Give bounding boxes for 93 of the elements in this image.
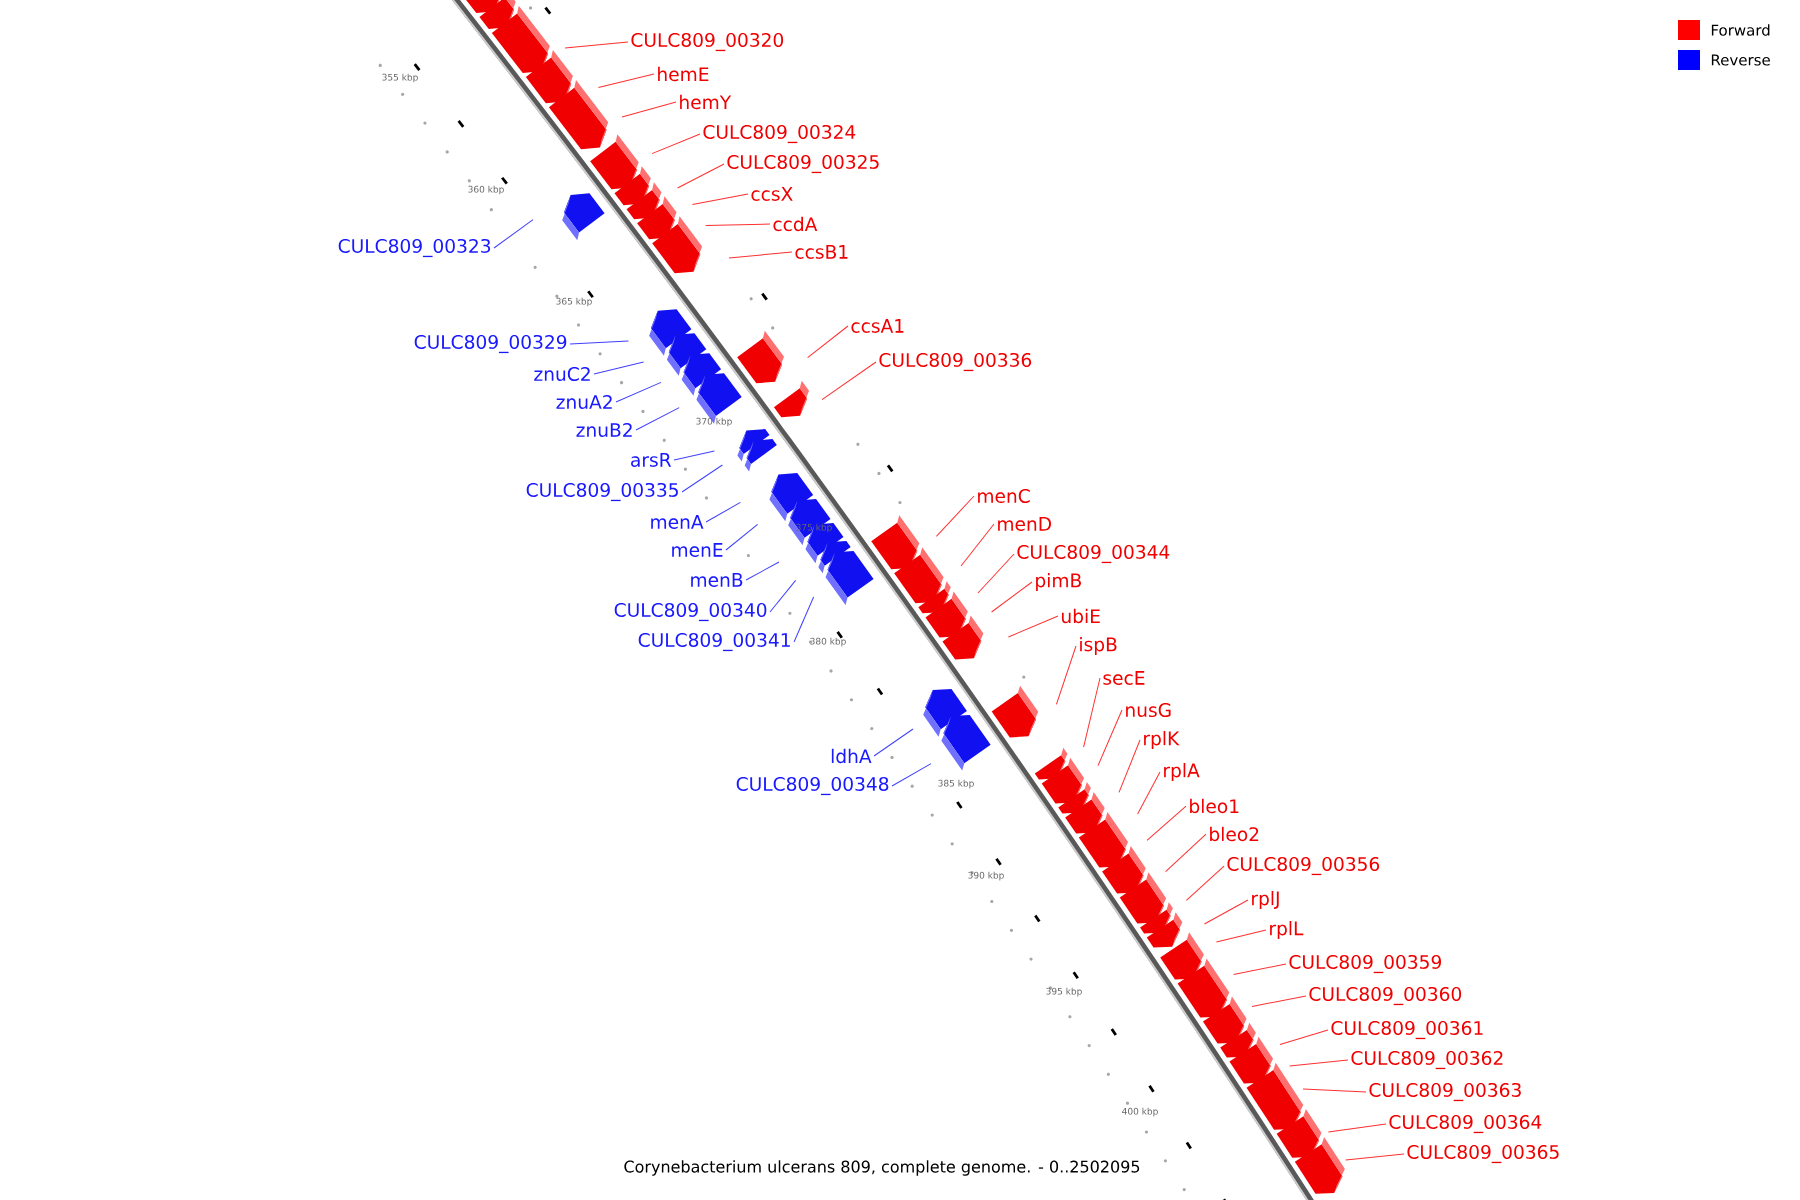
leader-line (569, 340, 629, 345)
leader-line (1083, 677, 1101, 748)
gene-label: CULC809_00341 (638, 632, 790, 652)
gene-label: ccsA1 (851, 319, 904, 333)
gene-label: bleo1 (1190, 798, 1239, 814)
gene-label: ldhA (831, 748, 872, 764)
gene-label: CULC809_00362 (1351, 1050, 1503, 1070)
leader-line (1345, 1153, 1405, 1161)
leader-line (1055, 645, 1077, 705)
leader-line (977, 553, 1015, 594)
gene-label: menB (691, 573, 743, 587)
gene-label: CULC809_00360 (1309, 986, 1462, 1006)
leader-line (1165, 833, 1207, 873)
leader-line (1251, 995, 1307, 1007)
gene-label: ubiE (1062, 608, 1100, 624)
leader-line (564, 41, 629, 49)
gene-label: CULC809_00323 (338, 238, 491, 258)
leader-line (728, 251, 793, 259)
leader-line (891, 763, 932, 787)
gene-label: CULC809_00364 (1389, 1114, 1542, 1134)
leader-line (1118, 739, 1141, 793)
leader-line (821, 361, 877, 401)
gene-label: rplK (1144, 731, 1180, 749)
leader-line (597, 73, 655, 89)
leader-line (1137, 771, 1161, 815)
leader-line (673, 450, 715, 461)
leader-line (873, 728, 914, 757)
gene-label: ccdA (773, 216, 818, 232)
leader-line (1302, 1088, 1367, 1093)
leader-line (1185, 865, 1225, 901)
leader-line (769, 579, 797, 613)
gene-label: menC (978, 489, 1030, 504)
gene-label: pimB (1036, 573, 1081, 591)
leader-line (615, 381, 662, 403)
leader-line (1215, 929, 1267, 943)
leader-line (793, 596, 815, 643)
gene-label: nusG (1126, 703, 1171, 718)
leader-line (705, 501, 741, 523)
gene-label: menE (672, 543, 723, 557)
leader-line (651, 133, 701, 155)
gene-label: hemE (658, 66, 709, 82)
gene-label: CULC809_00361 (1331, 1020, 1483, 1040)
leader-line (1007, 615, 1059, 638)
leader-line (635, 407, 680, 431)
gene-label: bleo2 (1210, 826, 1259, 842)
gene-label: CULC809_00325 (727, 154, 879, 174)
gene-label: CULC809_00336 (879, 352, 1032, 372)
leader-line (1097, 709, 1123, 767)
leader-line (493, 219, 534, 249)
leader-line (725, 523, 759, 551)
gene-label: rplL (1270, 921, 1304, 939)
gene-label: znuB2 (576, 423, 632, 438)
gene-label: CULC809_00359 (1289, 954, 1441, 974)
gene-label: ispB (1080, 637, 1117, 655)
caption: Corynebacterium ulcerans 809, complete genome. - 0..2502095 (621, 1158, 1143, 1178)
gene-label: rplJ (1252, 891, 1279, 909)
gene-label: CULC809_00329 (414, 334, 567, 354)
leader-line (681, 464, 723, 493)
gene-label: CULC809_00340 (614, 602, 767, 622)
gene-label: ccsB1 (795, 245, 848, 259)
gene-label: CULC809_00344 (1017, 544, 1170, 564)
leader-line (705, 223, 771, 227)
leader-line (593, 361, 645, 375)
gene-label: menD (998, 517, 1051, 531)
gene-label: ccsX (751, 187, 793, 201)
leader-line (745, 561, 780, 581)
gene-label: CULC809_00324 (703, 124, 856, 144)
gene-label: secE (1103, 671, 1145, 685)
gene-label: CULC809_00356 (1227, 856, 1380, 876)
leader-line (621, 101, 677, 118)
leader-line (677, 163, 725, 189)
leader-line (1146, 805, 1187, 841)
gene-label: CULC809_00365 (1407, 1144, 1559, 1164)
leader-line (1289, 1059, 1349, 1067)
gene-label: CULC809_00320 (631, 32, 784, 52)
gene-label: znuA2 (556, 395, 612, 410)
leader-line (1233, 963, 1287, 975)
leader-line (960, 523, 995, 567)
gene-label: rplA (1164, 763, 1200, 781)
gene-label: znuC2 (534, 367, 590, 382)
leader-line (691, 193, 749, 205)
gene-label: hemY (680, 94, 732, 110)
leader-line (1327, 1123, 1387, 1133)
gene-label: CULC809_00348 (736, 776, 889, 796)
gene-label: menA (651, 515, 704, 529)
leader-line (991, 581, 1033, 613)
leader-line (1279, 1029, 1329, 1045)
leader-line (807, 325, 849, 359)
gene-label: arsR (631, 453, 672, 467)
leader-line (935, 495, 975, 537)
leader-line (1203, 899, 1249, 925)
gene-label: CULC809_00363 (1369, 1082, 1521, 1102)
gene-label: CULC809_00335 (526, 482, 678, 502)
